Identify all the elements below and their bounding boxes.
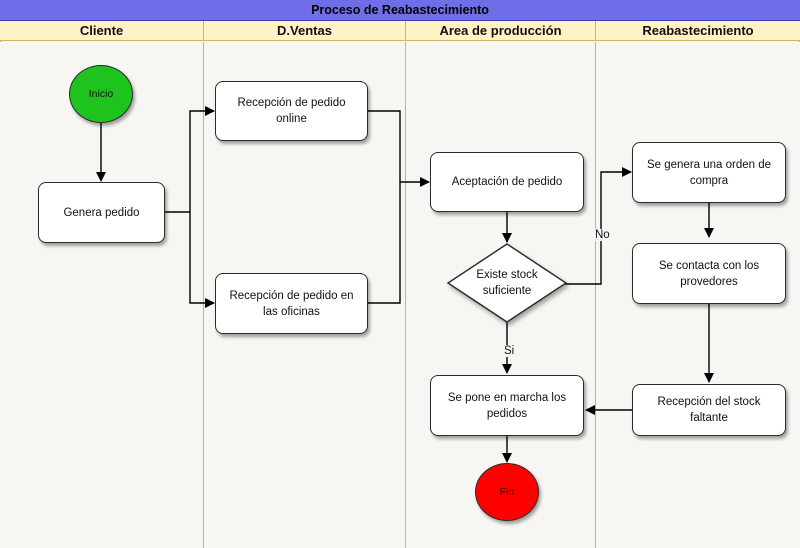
end-node: Fin [475, 463, 539, 521]
lane-header-reabastecimiento: Reabastecimiento [596, 21, 800, 41]
edge-label-no: No [594, 229, 611, 241]
edge-genera-to-oficinas [189, 212, 215, 308]
node-orden-compra: Se genera una orden de compra [632, 142, 786, 203]
edge-genera-to-online [189, 106, 215, 212]
edge-oficinas-to-aceptacion [367, 182, 401, 304]
decision-diamond [446, 243, 568, 323]
start-node: Inicio [69, 65, 133, 123]
decision-label: Existe stock suficiente [476, 269, 538, 297]
lane-header-ventas: D.Ventas [204, 21, 406, 41]
node-contacta: Se contacta con los provedores [632, 243, 786, 304]
node-recepcion-stock: Recepción del stock faltante [632, 384, 786, 436]
edge-decision-no [565, 167, 632, 285]
node-recepcion-oficinas: Recepción de pedido en las oficinas [215, 273, 368, 334]
lane-header-produccion: Area de producción [406, 21, 596, 41]
node-recepcion-online: Recepción de pedido online [215, 81, 368, 141]
node-aceptacion: Aceptación de pedido [430, 152, 584, 212]
node-marcha: Se pone en marcha los pedidos [430, 375, 584, 436]
edge-label-si: Si [503, 345, 516, 357]
lane-header-cliente: Cliente [0, 21, 204, 41]
diagram-title: Proceso de Reabastecimiento [0, 0, 800, 21]
edge-online-to-aceptacion [367, 110, 430, 187]
node-genera-pedido: Genera pedido [38, 182, 165, 243]
lane-cliente [0, 42, 204, 548]
